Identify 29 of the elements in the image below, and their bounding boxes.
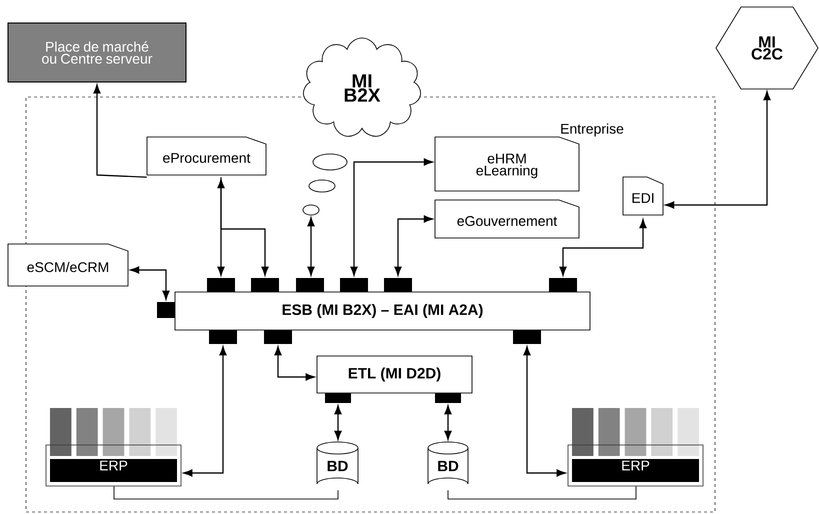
database-cylinder: BD — [316, 442, 358, 484]
bus-box: ESB (MI B2X) – EAI (MI A2A) — [174, 292, 590, 330]
connector-line — [448, 486, 636, 500]
arrow — [183, 346, 227, 477]
document-box: EDI — [622, 176, 664, 216]
arrow — [523, 346, 566, 477]
arrow — [350, 158, 433, 276]
arrow — [444, 405, 452, 440]
arrow — [220, 177, 269, 276]
document-box: eHRM eLearning — [434, 136, 580, 192]
arrow — [334, 405, 342, 440]
document-box: eProcurement — [146, 136, 266, 176]
arrow — [307, 217, 315, 276]
erp-drawing: ERP — [46, 408, 182, 486]
arrow — [93, 84, 147, 178]
connector-line — [114, 486, 338, 500]
etl-box: ETL (MI D2D) — [316, 356, 472, 394]
document-box: eGouvernement — [434, 200, 580, 238]
arrow — [665, 91, 771, 209]
arrow — [217, 179, 225, 276]
server-box: Place de marché ou Centre serveur — [8, 22, 186, 82]
erp-drawing: ERP — [568, 408, 704, 486]
arrow — [394, 215, 433, 276]
database-cylinder: BD — [428, 442, 468, 484]
arrow — [130, 266, 170, 300]
arrow — [559, 219, 647, 276]
thought-bubble — [302, 204, 320, 216]
document-box: eSCM/eCRM — [8, 244, 128, 286]
arrow — [274, 346, 315, 381]
